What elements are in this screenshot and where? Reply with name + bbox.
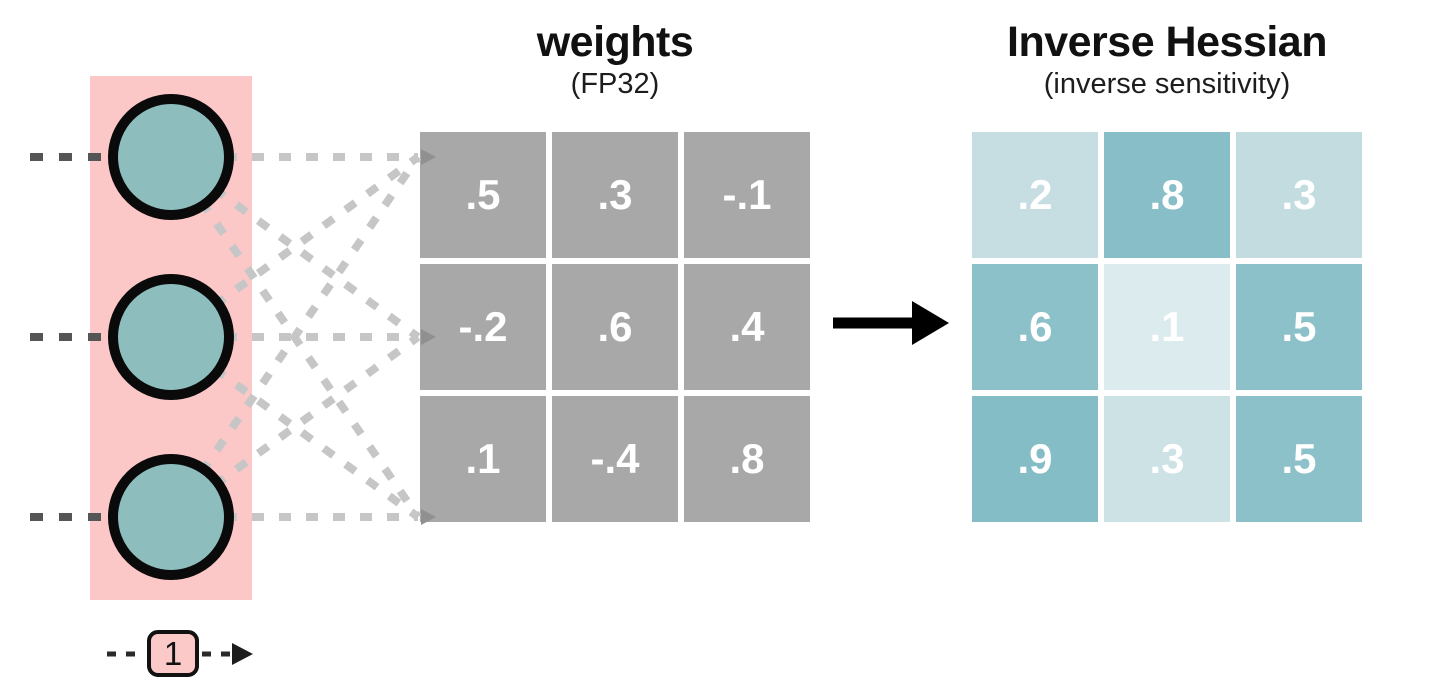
hessian-cell: .9	[972, 396, 1098, 522]
neuron-circle	[108, 454, 234, 580]
hessian-cell: .8	[1104, 132, 1230, 258]
weight-cell: .1	[420, 396, 546, 522]
hessian-cell: .5	[1236, 264, 1362, 390]
connection-dashed-lines	[167, 153, 422, 521]
weight-cell: .5	[420, 132, 546, 258]
weight-cell: -.4	[552, 396, 678, 522]
hessian-title: Inverse Hessian	[1007, 18, 1327, 66]
weight-cell: .4	[684, 264, 810, 390]
weight-cell: .8	[684, 396, 810, 522]
neuron-circles	[108, 94, 234, 580]
hessian-cell: .5	[1236, 396, 1362, 522]
weights-subtitle: (FP32)	[570, 68, 660, 101]
hessian-cell: .6	[972, 264, 1098, 390]
hessian-cell: .1	[1104, 264, 1230, 390]
flow-arrow-icon	[833, 301, 949, 345]
weights-title: weights	[536, 18, 694, 66]
hessian-matrix: .2 .8 .3 .6 .1 .5 .9 .3 .5	[972, 132, 1362, 522]
hessian-title-block: Inverse Hessian (inverse sensitivity)	[952, 18, 1382, 101]
weight-cell: -.2	[420, 264, 546, 390]
weight-cell: -.1	[684, 132, 810, 258]
hessian-cell: .3	[1104, 396, 1230, 522]
weight-cell: .3	[552, 132, 678, 258]
neuron-circle	[108, 274, 234, 400]
weight-cell: .6	[552, 264, 678, 390]
hessian-subtitle: (inverse sensitivity)	[1043, 68, 1291, 101]
input-signal-label: 1	[163, 634, 183, 672]
hessian-cell: .2	[972, 132, 1098, 258]
input-signal-box: 1	[147, 630, 199, 677]
hessian-cell: .3	[1236, 132, 1362, 258]
input-layer-highlight	[90, 76, 252, 600]
weights-title-block: weights (FP32)	[400, 18, 830, 101]
neuron-circle	[108, 94, 234, 220]
weights-matrix: .5 .3 -.1 -.2 .6 .4 .1 -.4 .8	[420, 132, 810, 522]
input-dashed-lines	[30, 153, 114, 521]
